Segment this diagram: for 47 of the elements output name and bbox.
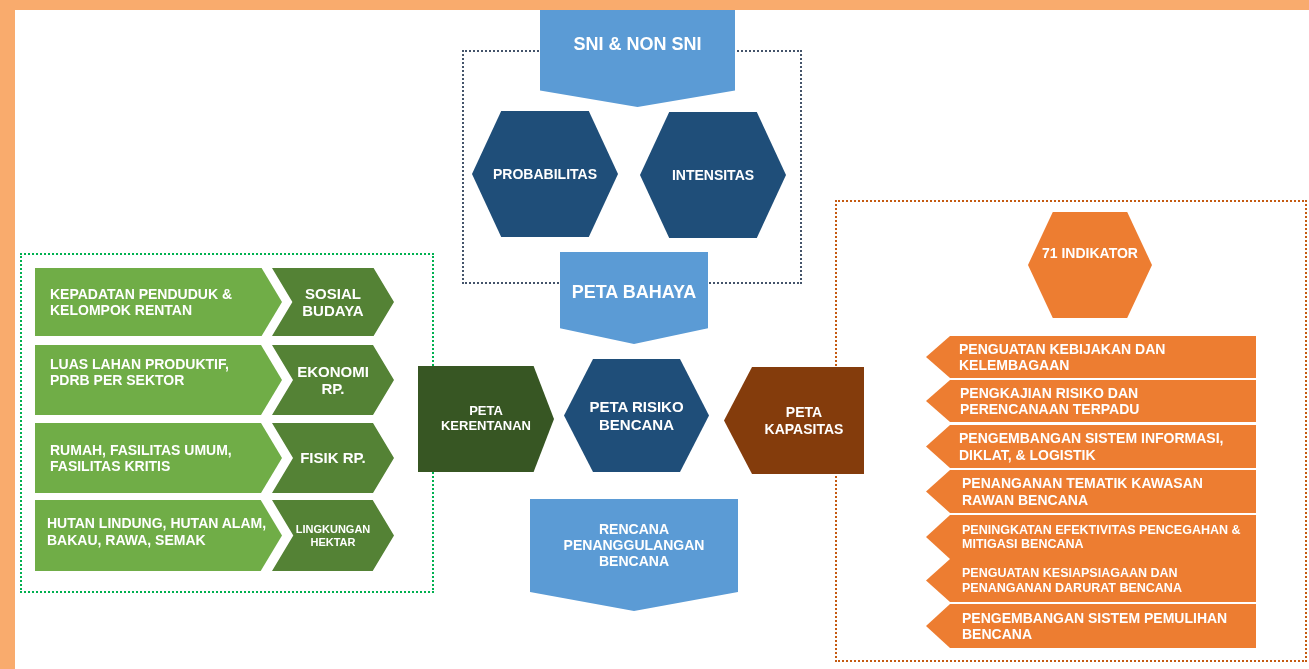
chevron-box <box>272 345 394 415</box>
arrow-box <box>926 380 1256 422</box>
arrow-box <box>926 559 1256 602</box>
node-label: LINGKUNGAN HEKTAR <box>294 522 372 549</box>
arrow-box <box>926 470 1256 513</box>
chevron-box <box>272 268 394 336</box>
pentagon-arrow-box <box>560 252 708 344</box>
hexagon-box <box>472 111 618 237</box>
node-label: RENCANA PENANGGULANGAN BENCANA <box>562 520 706 570</box>
node-label: RUMAH, FASILITAS UMUM, FASILITAS KRITIS <box>50 441 233 475</box>
node-label: INTENSITAS <box>671 166 755 184</box>
arrow-box <box>926 336 1256 378</box>
node-label: PENGUATAN KEBIJAKAN DAN KELEMBAGAAN <box>959 340 1167 374</box>
arrow-box <box>926 425 1256 468</box>
node-label: PENGKAJIAN RISIKO DAN PERENCANAAN TERPADU <box>960 384 1141 418</box>
node-label: PENGEMBANGAN SISTEM PEMULIHAN BENCANA <box>962 609 1229 643</box>
node-label: PROBABILITAS <box>493 165 597 183</box>
node-label: HUTAN LINDUNG, HUTAN ALAM, BAKAU, RAWA, SEMAK <box>47 515 268 548</box>
arrow-box <box>35 500 282 571</box>
node-label: SNI & NON SNI <box>573 34 702 55</box>
node-label: PETA KAPASITAS <box>763 404 845 437</box>
arrow-box <box>926 604 1256 648</box>
node-label: KEPADATAN PENDUDUK & KELOMPOK RENTAN <box>50 285 233 319</box>
node-label: 71 INDIKATOR <box>1042 244 1138 262</box>
node-label: EKONOMI RP. <box>296 362 370 398</box>
node-label: PENANGANAN TEMATIK KAWASAN RAWAN BENCANA <box>962 475 1204 508</box>
node-label: SOSIAL BUDAYA <box>301 284 365 320</box>
node-label: PENGUATAN KESIAPSIAGAAN DAN PENANGANAN DARURAT BENCANA <box>962 566 1183 595</box>
arrow-box <box>926 515 1256 559</box>
hexagon-box <box>1028 212 1152 318</box>
chevron-box <box>272 500 394 571</box>
hexagon-box <box>564 359 709 472</box>
node-label: FISIK RP. <box>300 449 366 467</box>
chevron-box <box>272 423 394 493</box>
node-label: LUAS LAHAN PRODUKTIF, PDRB PER SEKTOR <box>50 355 230 389</box>
node-label: PENGEMBANGAN SISTEM INFORMASI, DIKLAT, & LOGISTIK <box>959 430 1225 463</box>
node-label: PETA RISIKO BENCANA <box>588 398 685 433</box>
pentagon-arrow-box <box>530 499 738 611</box>
arrow-box <box>35 345 282 415</box>
pentagon-arrow-box <box>540 10 735 107</box>
arrow-box <box>35 423 282 493</box>
arrow-box <box>35 268 282 336</box>
node-label: PENINGKATAN EFEKTIVITAS PENCEGAHAN & MITIGASI BENCANA <box>962 522 1242 552</box>
arrow-box <box>418 366 554 472</box>
node-label: PETA BAHAYA <box>571 281 697 303</box>
hexagon-box <box>640 112 786 238</box>
node-label: PETA KERENTANAN <box>439 404 532 434</box>
